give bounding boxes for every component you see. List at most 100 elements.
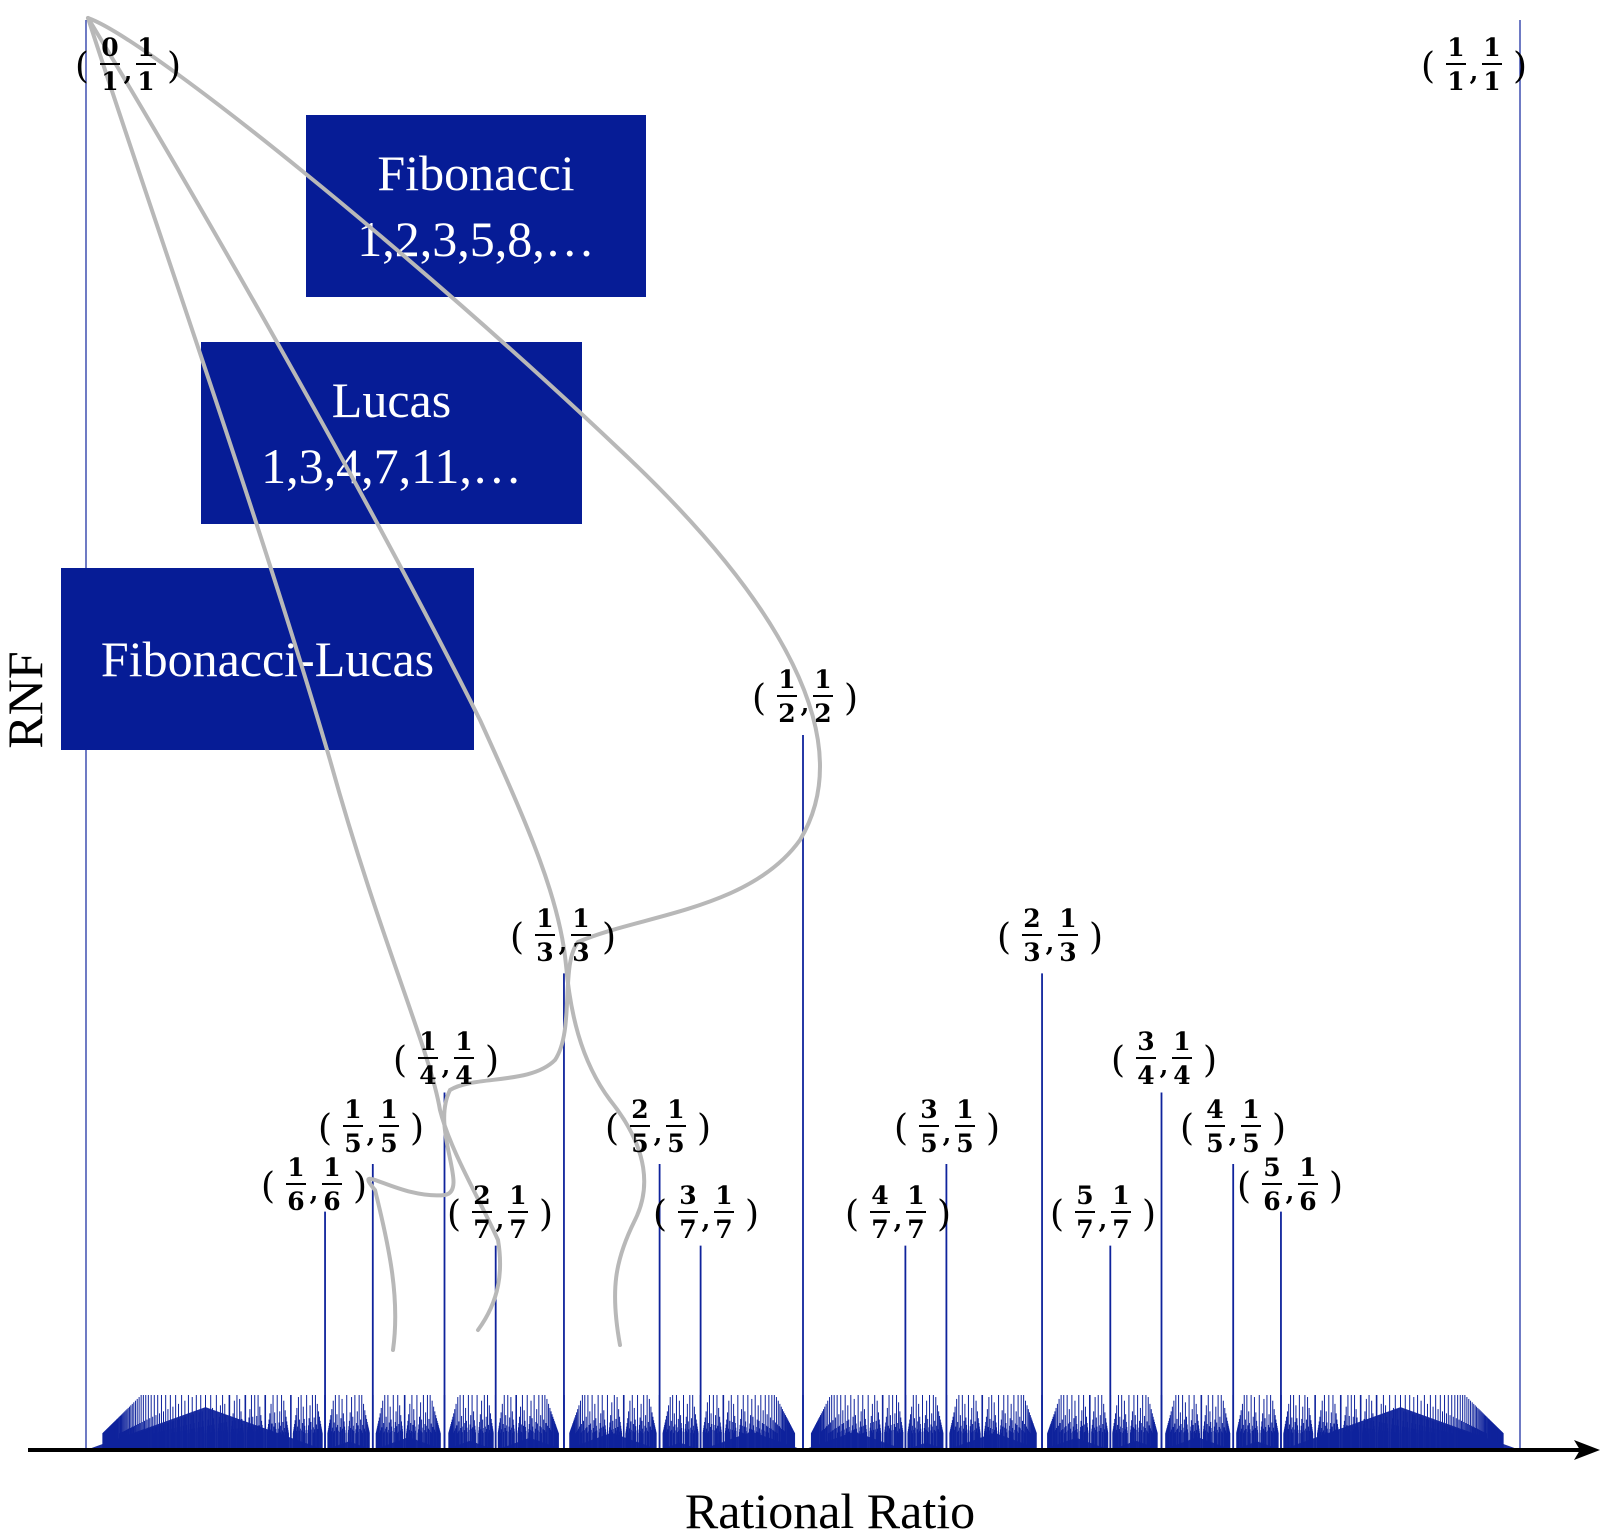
denominator: 7 bbox=[473, 1215, 490, 1244]
numerator: 3 bbox=[679, 1181, 696, 1210]
denominator: 1 bbox=[137, 67, 154, 96]
x-axis-arrowhead bbox=[1574, 1440, 1600, 1460]
numerator: 2 bbox=[631, 1095, 648, 1124]
comma: , bbox=[1046, 928, 1055, 957]
paren-left: ( bbox=[510, 917, 524, 958]
denominator: 1 bbox=[1483, 67, 1500, 96]
paren-left: ( bbox=[261, 1166, 275, 1207]
paren-right: ) bbox=[1142, 1194, 1156, 1235]
denominator: 4 bbox=[1137, 1061, 1154, 1090]
denominator: 7 bbox=[679, 1215, 696, 1244]
comma: , bbox=[367, 1119, 376, 1148]
denominator: 6 bbox=[323, 1187, 340, 1216]
paren-left: ( bbox=[653, 1194, 667, 1235]
numerator: 4 bbox=[1206, 1095, 1223, 1124]
numerator: 1 bbox=[1059, 904, 1076, 933]
paren-left: ( bbox=[997, 917, 1011, 958]
denominator: 2 bbox=[814, 699, 831, 728]
numerator: 3 bbox=[920, 1095, 937, 1124]
denominator: 6 bbox=[287, 1187, 304, 1216]
denominator: 3 bbox=[1023, 938, 1040, 967]
paren-left: ( bbox=[318, 1108, 332, 1149]
paren-right: ) bbox=[602, 917, 616, 958]
paren-left: ( bbox=[1421, 46, 1435, 87]
paren-right: ) bbox=[745, 1194, 759, 1235]
annotation-box bbox=[201, 342, 582, 524]
sequence-annotations: Fibonacci1,2,3,5,8,…Lucas1,3,4,7,11,…Fib… bbox=[61, 115, 646, 750]
annotation-text: 1,3,4,7,11,… bbox=[261, 438, 522, 494]
denominator: 7 bbox=[715, 1215, 732, 1244]
comma: , bbox=[894, 1205, 903, 1234]
rnf-envelope bbox=[86, 1407, 1520, 1450]
denominator: 5 bbox=[380, 1129, 397, 1158]
numerator: 1 bbox=[509, 1181, 526, 1210]
paren-right: ) bbox=[1513, 46, 1527, 87]
denominator: 5 bbox=[667, 1129, 684, 1158]
numerator: 1 bbox=[1173, 1027, 1190, 1056]
denominator: 6 bbox=[1263, 1187, 1280, 1216]
comma: , bbox=[654, 1119, 663, 1148]
paren-right: ) bbox=[1203, 1040, 1217, 1081]
numerator: 1 bbox=[1112, 1181, 1129, 1210]
paren-right: ) bbox=[1272, 1108, 1286, 1149]
numerator: 1 bbox=[536, 904, 553, 933]
denominator: 7 bbox=[1076, 1215, 1093, 1244]
paren-right: ) bbox=[844, 678, 858, 719]
numerator: 1 bbox=[667, 1095, 684, 1124]
numerator: 2 bbox=[473, 1181, 490, 1210]
y-axis-label: RNF bbox=[0, 651, 53, 748]
numerator: 1 bbox=[419, 1027, 436, 1056]
numerator: 1 bbox=[287, 1153, 304, 1182]
denominator: 7 bbox=[509, 1215, 526, 1244]
comma: , bbox=[1286, 1177, 1295, 1206]
annotation-text: Fibonacci bbox=[377, 145, 574, 201]
numerator: 1 bbox=[1483, 33, 1500, 62]
numerator: 1 bbox=[1242, 1095, 1259, 1124]
comma: , bbox=[442, 1051, 451, 1080]
numerator: 1 bbox=[323, 1153, 340, 1182]
rnf-bars bbox=[85, 20, 1521, 1450]
numerator: 1 bbox=[814, 665, 831, 694]
comma: , bbox=[801, 689, 810, 718]
numerator: 1 bbox=[1299, 1153, 1316, 1182]
comma: , bbox=[1160, 1051, 1169, 1080]
annotation-box bbox=[306, 115, 646, 297]
numerator: 1 bbox=[344, 1095, 361, 1124]
paren-left: ( bbox=[894, 1108, 908, 1149]
paren-left: ( bbox=[1237, 1166, 1251, 1207]
denominator: 6 bbox=[1299, 1187, 1316, 1216]
denominator: 3 bbox=[572, 938, 589, 967]
comma: , bbox=[1470, 57, 1479, 86]
numerator: 1 bbox=[137, 33, 154, 62]
denominator: 5 bbox=[1242, 1129, 1259, 1158]
numerator: 1 bbox=[1447, 33, 1464, 62]
paren-left: ( bbox=[752, 678, 766, 719]
paren-left: ( bbox=[1111, 1040, 1125, 1081]
comma: , bbox=[124, 57, 133, 86]
denominator: 5 bbox=[344, 1129, 361, 1158]
paren-left: ( bbox=[447, 1194, 461, 1235]
numerator: 2 bbox=[1023, 904, 1040, 933]
denominator: 2 bbox=[778, 699, 795, 728]
numerator: 1 bbox=[572, 904, 589, 933]
denominator: 5 bbox=[956, 1129, 973, 1158]
comma: , bbox=[943, 1119, 952, 1148]
paren-left: ( bbox=[845, 1194, 859, 1235]
paren-right: ) bbox=[986, 1108, 1000, 1149]
paren-right: ) bbox=[353, 1166, 367, 1207]
numerator: 4 bbox=[871, 1181, 888, 1210]
denominator: 4 bbox=[1173, 1061, 1190, 1090]
paren-right: ) bbox=[167, 46, 181, 87]
paren-right: ) bbox=[1089, 917, 1103, 958]
numerator: 1 bbox=[455, 1027, 472, 1056]
x-axis-label: Rational Ratio bbox=[685, 1483, 975, 1534]
